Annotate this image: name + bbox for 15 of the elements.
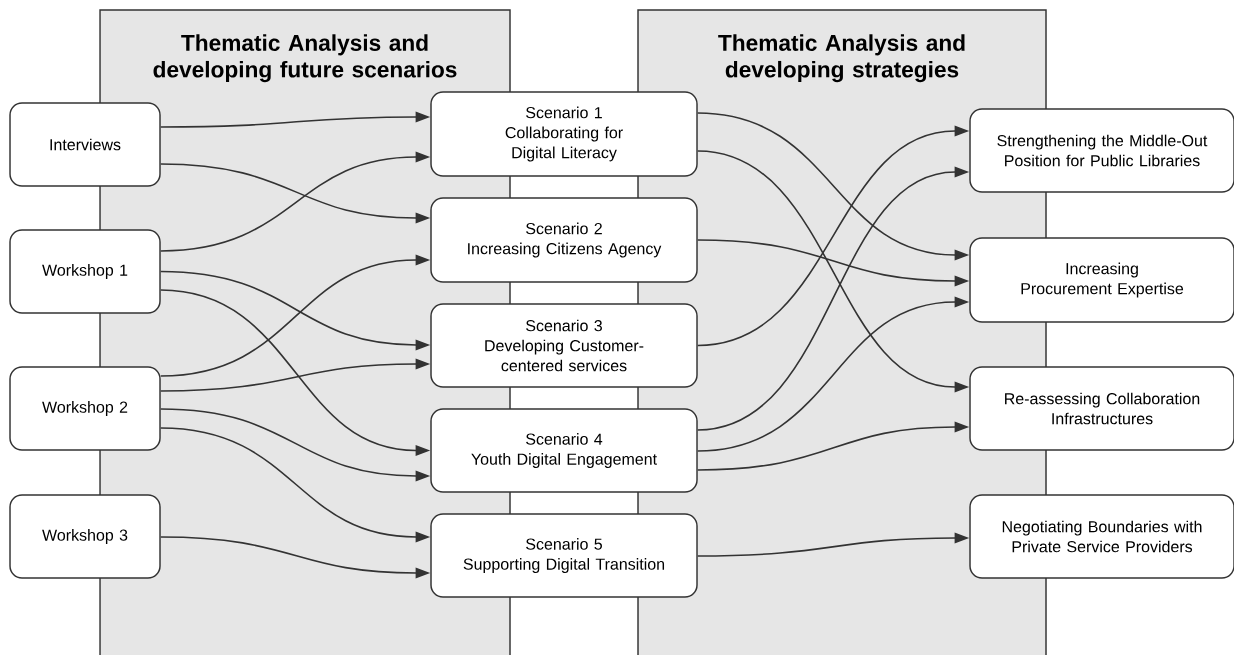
- process-box: Workshop 2: [9, 366, 161, 451]
- process-box: Interviews: [9, 102, 161, 187]
- process-box: Scenario 5 Supporting Digital Transition: [430, 513, 698, 598]
- process-box: Workshop 3: [9, 494, 161, 579]
- process-box: Scenario 4 Youth Digital Engagement: [430, 408, 698, 493]
- process-box: Workshop 1: [9, 229, 161, 314]
- panel-heading: Thematic Analysis and developing strategies: [718, 34, 965, 83]
- process-box: Scenario 2 Increasing Citizens Agency: [430, 197, 698, 283]
- process-box: Strengthening the Middle-Out Position for Public Libraries: [969, 108, 1234, 193]
- process-box: Re-assessing Collaboration Infrastructures: [969, 366, 1234, 451]
- panel-heading: Thematic Analysis and developing future scenarios: [153, 34, 457, 83]
- process-box: Increasing Procurement Expertise: [969, 237, 1234, 323]
- process-box: Scenario 1 Collaborating for Digital Literacy: [430, 91, 698, 177]
- process-box: Scenario 3 Developing Customer-centered services: [430, 303, 698, 388]
- process-box: Negotiating Boundaries with Private Service Providers: [969, 494, 1234, 579]
